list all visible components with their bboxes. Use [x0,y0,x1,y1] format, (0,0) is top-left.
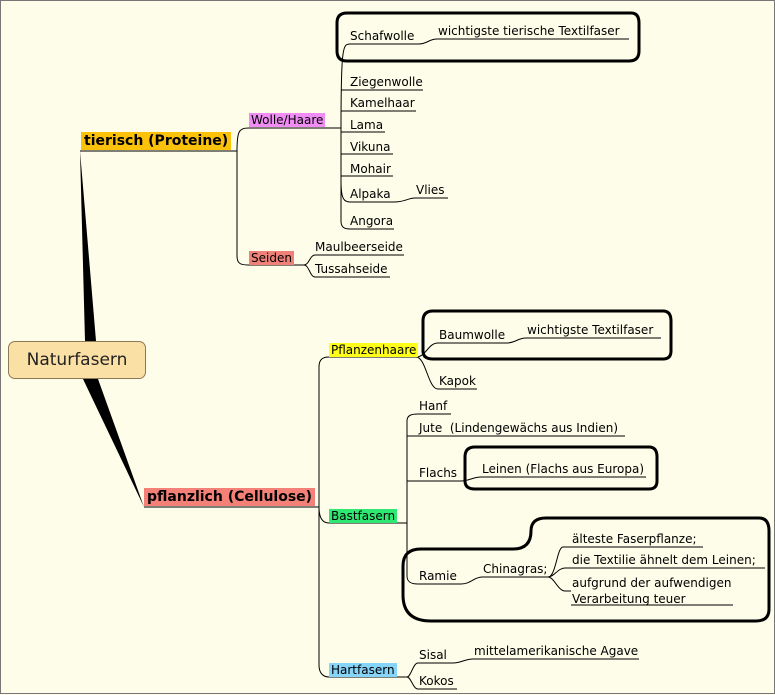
leaf-ziegenwolle[interactable]: Ziegenwolle [350,75,423,89]
note-baumwolle[interactable]: wichtigste Textilfaser [527,323,654,337]
note-aufwendige-verarbeitung-2[interactable]: Verarbeitung teuer [572,592,686,606]
highlight-frame-ramie [401,516,771,623]
leaf-kokos[interactable]: Kokos [419,674,454,688]
leaf-vlies[interactable]: Vlies [416,183,445,197]
leaf-baumwolle[interactable]: Baumwolle [439,328,506,342]
highlight-frame-baumwolle [421,309,673,361]
leaf-leinen[interactable]: Leinen (Flachs aus Europa) [482,462,645,476]
leaf-ramie[interactable]: Ramie [419,569,457,583]
subtopic-bastfasern[interactable]: Bastfasern [329,509,398,523]
leaf-flachs[interactable]: Flachs [419,466,458,480]
leaf-kamelhaar[interactable]: Kamelhaar [350,96,415,110]
leaf-chinagras[interactable]: Chinagras; [483,562,548,576]
topic-pflanzlich[interactable]: pflanzlich (Cellulose) [144,488,316,506]
subtopic-seiden[interactable]: Seiden [249,251,294,265]
leaf-lama[interactable]: Lama [350,118,384,132]
leaf-vikuna[interactable]: Vikuna [350,140,391,154]
branch-tierisch [80,151,96,341]
highlight-frame-leinen [463,445,659,491]
note-schafwolle[interactable]: wichtigste tierische Textilfaser [438,24,620,38]
note-sisal[interactable]: mittelamerikanische Agave [474,644,639,658]
leaf-sisal[interactable]: Sisal [419,648,447,662]
central-topic[interactable]: Naturfasern [8,341,146,379]
leaf-maulbeerseide[interactable]: Maulbeerseide [315,240,403,254]
topic-tierisch[interactable]: tierisch (Proteine) [81,132,232,150]
subtopic-wolle-haare[interactable]: Wolle/Haare [249,113,326,127]
leaf-tussahseide[interactable]: Tussahseide [315,262,388,276]
highlight-frame-schafwolle [335,11,641,63]
note-textilie-leinen[interactable]: die Textilie ähnelt dem Leinen; [572,553,756,567]
leaf-jute[interactable]: Jute (Lindengewächs aus Indien) [419,421,619,435]
note-aufwendige-verarbeitung-1[interactable]: aufgrund der aufwendigen [572,576,732,590]
leaf-angora[interactable]: Angora [350,214,394,228]
branch-pflanzlich [83,379,144,507]
leaf-hanf[interactable]: Hanf [419,399,448,413]
subtopic-hartfasern[interactable]: Hartfasern [329,663,397,677]
leaf-alpaka[interactable]: Alpaka [350,187,391,201]
leaf-schafwolle[interactable]: Schafwolle [350,29,415,43]
subtopic-pflanzenhaare[interactable]: Pflanzenhaare [329,343,419,357]
leaf-mohair[interactable]: Mohair [350,162,391,176]
note-aelteste-faserpflanze[interactable]: älteste Faserpflanze; [572,532,697,546]
leaf-kapok[interactable]: Kapok [439,374,476,388]
